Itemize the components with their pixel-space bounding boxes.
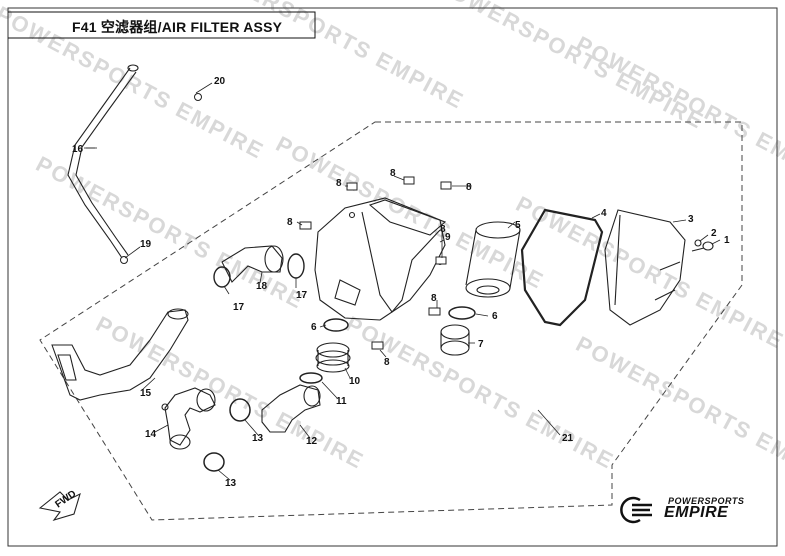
callout-3: 3 bbox=[688, 214, 694, 225]
hose-clamp bbox=[229, 398, 251, 422]
brand-bottom-text: EMPIRE bbox=[664, 504, 729, 521]
callout-13b: 13 bbox=[225, 478, 237, 489]
callout-14: 14 bbox=[145, 429, 157, 440]
callout-8b: 8 bbox=[390, 168, 396, 179]
callout-8f: 8 bbox=[431, 293, 437, 304]
callout-11: 11 bbox=[336, 396, 347, 407]
title-tab-outline bbox=[8, 11, 316, 39]
callout-5: 5 bbox=[515, 220, 521, 231]
intake-duct bbox=[51, 308, 189, 401]
vent-clip bbox=[194, 93, 202, 101]
callout-8e: 8 bbox=[440, 224, 446, 235]
callout-19: 19 bbox=[140, 239, 152, 250]
callout-18: 18 bbox=[256, 281, 268, 292]
callout-21: 21 bbox=[562, 433, 574, 444]
elbow-hose bbox=[161, 387, 216, 450]
airbox-cover bbox=[604, 209, 686, 326]
callout-6a: 6 bbox=[311, 322, 317, 333]
callout-4: 4 bbox=[601, 208, 607, 219]
assembly-boundary bbox=[39, 121, 743, 521]
callout-labels: 1 2 3 4 5 6 6 7 8 8 8 8 8 8 8 9 10 11 12… bbox=[72, 76, 730, 489]
callout-2: 2 bbox=[711, 228, 717, 239]
brand-wordmark: POWERSPORTS EMPIRE bbox=[620, 496, 770, 526]
callout-1: 1 bbox=[724, 235, 730, 246]
filter-adapter bbox=[440, 324, 470, 356]
callout-20: 20 bbox=[214, 76, 226, 87]
bellows-boot bbox=[315, 342, 351, 373]
callout-10: 10 bbox=[349, 376, 361, 387]
hose-clamp bbox=[448, 306, 476, 320]
seal-ring bbox=[287, 253, 305, 279]
callout-15: 15 bbox=[140, 388, 152, 399]
cover-fastener bbox=[691, 239, 714, 252]
forward-arrow: FWD bbox=[38, 488, 81, 522]
hose-clamp bbox=[299, 372, 323, 384]
callout-7: 7 bbox=[478, 339, 484, 350]
callout-8a: 8 bbox=[336, 178, 342, 189]
filter-element bbox=[465, 221, 521, 298]
callout-13a: 13 bbox=[252, 433, 264, 444]
callout-8d: 8 bbox=[287, 217, 293, 228]
leader-lines bbox=[84, 82, 721, 481]
callout-9: 9 bbox=[445, 232, 451, 243]
hose-clip bbox=[120, 256, 128, 264]
hose-clamp bbox=[323, 318, 349, 332]
connector-hose bbox=[261, 384, 321, 433]
callout-6b: 6 bbox=[492, 311, 498, 322]
callout-17b: 17 bbox=[296, 290, 308, 301]
callout-12: 12 bbox=[306, 436, 318, 447]
breather-hose bbox=[67, 64, 139, 259]
airbox-housing bbox=[314, 197, 447, 321]
callout-8g: 8 bbox=[384, 357, 390, 368]
page-frame bbox=[7, 7, 778, 547]
callout-17a: 17 bbox=[233, 302, 245, 313]
airbox-gasket bbox=[520, 208, 604, 327]
intake-boot bbox=[221, 245, 284, 283]
hose-clamp bbox=[203, 452, 225, 472]
brand-logo-icon bbox=[620, 496, 652, 524]
page-title: F41 空滤器组/AIR FILTER ASSY bbox=[72, 19, 283, 35]
retaining-clips bbox=[299, 176, 452, 350]
brand-top-text: POWERSPORTS bbox=[668, 496, 745, 506]
callout-16: 16 bbox=[72, 144, 84, 155]
callout-8c: 8 bbox=[466, 182, 472, 193]
seal-ring bbox=[213, 266, 231, 288]
